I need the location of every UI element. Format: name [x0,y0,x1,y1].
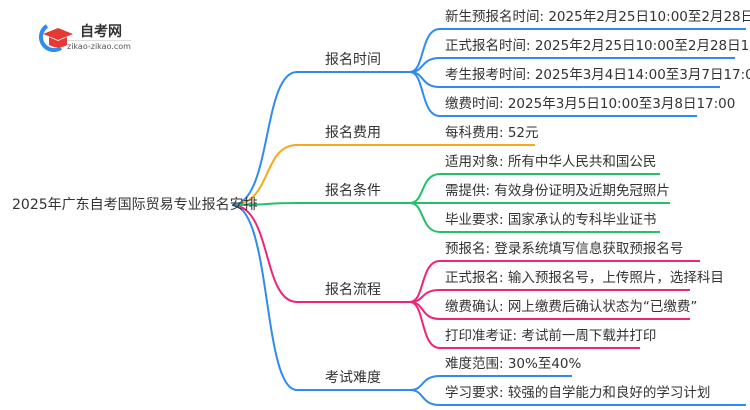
root-topic: 2025年广东自考国际贸易专业报名安排 [12,197,258,213]
branch-label: 报名条件 [325,183,381,199]
leaf-connector [409,389,746,406]
leaf-node: 缴费确认: 网上缴费后确认状态为“已缴费” [445,299,698,315]
branch-connector [231,202,410,206]
leaf-node: 考生报考时间: 2025年3月4日14:00至3月7日17:00 [445,67,750,83]
leaf-connector [409,202,660,233]
site-logo: 自考网 zikao-zikao.com [33,22,143,52]
leaf-connector [409,301,640,349]
leaf-node: 需提供: 有效身份证明及近期免冠照片 [445,183,670,199]
branch-connector [231,71,410,206]
leaf-node: 缴费时间: 2025年3月5日10:00至3月8日17:00 [445,96,736,112]
leaf-node: 每科费用: 52元 [445,125,539,141]
graduation-cap-icon [39,24,73,52]
leaf-node: 学习要求: 较强的自学能力和良好的学习计划 [445,385,711,401]
branch-label: 报名时间 [325,52,381,68]
leaf-node: 难度范围: 30%至40% [445,356,582,372]
branch-label: 报名流程 [325,282,381,298]
leaf-connector [409,71,697,117]
branch-connector [231,204,410,391]
leaf-node: 适用对象: 所有中华人民共和国公民 [445,154,657,170]
branch-label: 考试难度 [325,370,381,386]
logo-title: 自考网 [80,24,122,40]
leaf-node: 毕业要求: 国家承认的专科毕业证书 [445,212,657,228]
leaf-node: 预报名: 登录系统填写信息获取预报名号 [445,241,684,257]
leaf-node: 正式报名: 输入预报名号，上传照片，选择科目 [445,270,724,286]
branch-connector [231,204,410,303]
branch-label: 报名费用 [325,125,381,141]
branch-connector [231,144,535,206]
leaf-node: 新生预报名时间: 2025年2月25日10:00至2月28日12:00 [445,9,750,25]
leaf-node: 打印准考证: 考试前一周下载并打印 [445,328,657,344]
logo-url: zikao-zikao.com [67,40,131,51]
leaf-node: 正式报名时间: 2025年2月25日10:00至2月28日17:00 [445,38,750,54]
